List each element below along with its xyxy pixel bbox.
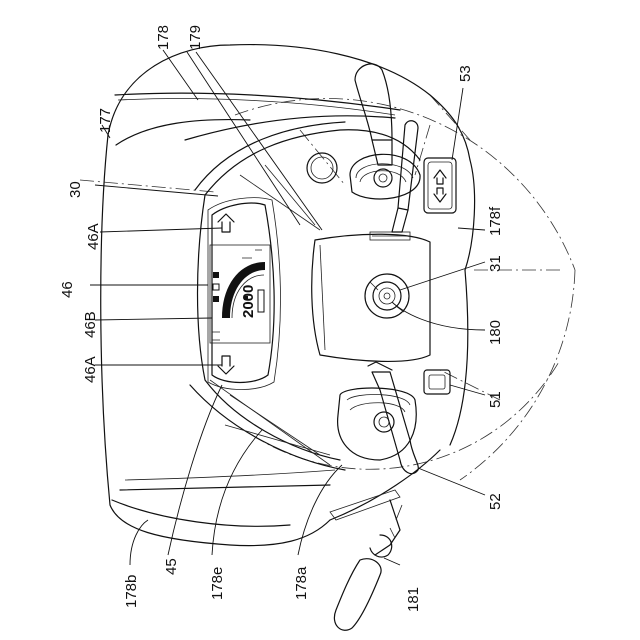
indicator-icon (244, 296, 248, 300)
center-console (312, 232, 430, 361)
level-bar (258, 290, 264, 312)
down-arrow-icon (434, 188, 446, 202)
indicator-icon (213, 272, 219, 278)
up-arrow-icon (218, 214, 234, 232)
dashboard-panel (190, 122, 420, 470)
label-178f: 178f (487, 206, 504, 236)
label-46b: 46B (82, 311, 99, 338)
lever-boot (338, 388, 417, 460)
label-45: 45 (163, 558, 180, 575)
label-178e: 178e (209, 567, 226, 600)
reference-labels: 177 178 179 53 30 46A 46 46B 46A 178f 31… (59, 25, 504, 612)
up-arrow-icon (434, 170, 446, 184)
display-unit: 2000 (208, 198, 281, 390)
upper-lever (307, 64, 420, 232)
label-178a: 178a (293, 566, 310, 600)
indicator-icon (213, 296, 219, 302)
indicator-icon (213, 284, 219, 290)
label-178: 178 (155, 25, 172, 50)
label-177: 177 (97, 108, 114, 133)
label-180: 180 (487, 320, 504, 345)
label-179: 179 (187, 25, 204, 50)
outer-housing (101, 45, 475, 546)
leader-lines (90, 50, 485, 565)
reference-circle (80, 95, 575, 480)
label-46: 46 (59, 281, 76, 298)
label-51: 51 (487, 391, 504, 408)
push-button (424, 370, 450, 394)
label-46a-top: 46A (85, 223, 102, 250)
rocker-switch (424, 158, 456, 213)
display-value: 2000 (240, 285, 257, 318)
bottom-lever (330, 490, 402, 630)
lever-boot (350, 154, 420, 199)
label-178b: 178b (123, 575, 140, 608)
label-181: 181 (405, 587, 422, 612)
label-30: 30 (67, 181, 84, 198)
label-53: 53 (457, 65, 474, 82)
side-lever (398, 121, 418, 210)
label-52: 52 (487, 493, 504, 510)
label-31: 31 (487, 255, 504, 272)
label-46a-bottom: 46A (82, 356, 99, 383)
rotary-dial (365, 274, 409, 318)
